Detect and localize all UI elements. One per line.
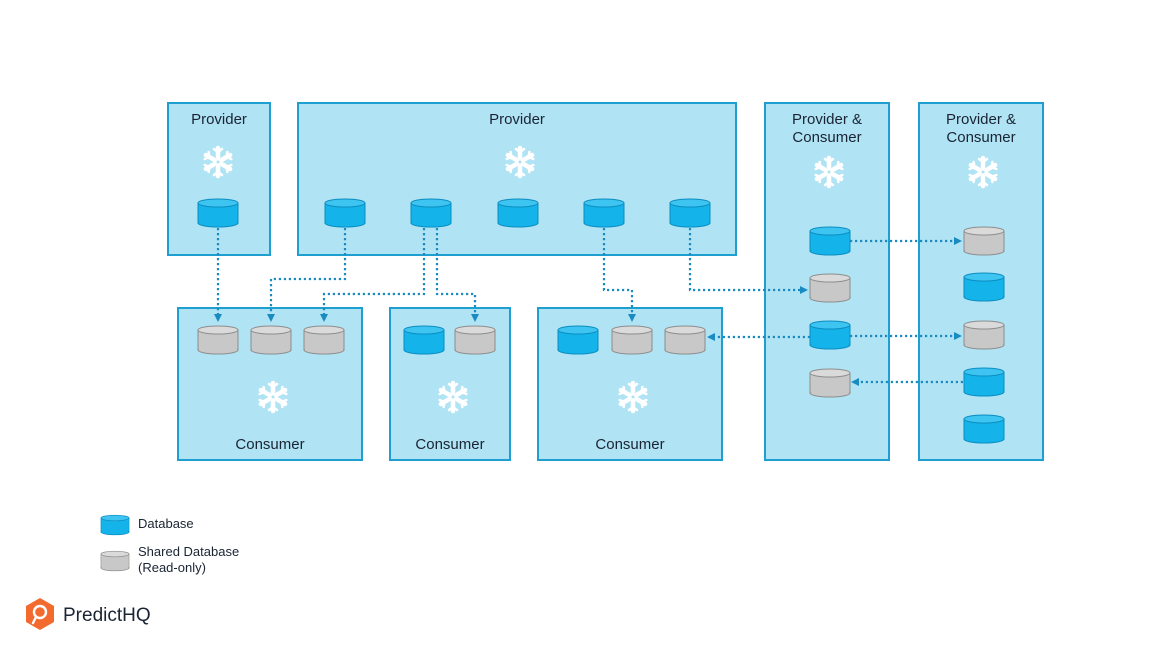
legend-shared-label-line2: (Read-only) bbox=[138, 560, 206, 575]
provider-box-1-title: Provider bbox=[191, 111, 247, 128]
database-icon bbox=[410, 198, 452, 228]
shared-database-icon bbox=[611, 325, 653, 355]
shared-database-icon bbox=[250, 325, 292, 355]
database-icon bbox=[583, 198, 625, 228]
database-icon bbox=[809, 226, 851, 256]
logo-hexagon-icon bbox=[26, 598, 54, 630]
database-icon bbox=[497, 198, 539, 228]
shared-database-icon bbox=[963, 226, 1005, 256]
shared-database-icon bbox=[100, 550, 130, 572]
shared-database-icon bbox=[809, 368, 851, 398]
database-icon bbox=[963, 272, 1005, 302]
database-icon bbox=[100, 514, 130, 536]
connector bbox=[602, 228, 636, 322]
consumer-box-1-title: Consumer bbox=[235, 436, 304, 453]
database-icon bbox=[403, 325, 445, 355]
provider-consumer-box-2-title-line1: Provider & bbox=[946, 111, 1016, 128]
shared-database-icon bbox=[809, 273, 851, 303]
consumer-box-3-title: Consumer bbox=[595, 436, 664, 453]
database-icon bbox=[557, 325, 599, 355]
provider-consumer-box-1-title-line1: Provider & bbox=[792, 111, 862, 128]
connector bbox=[267, 228, 347, 322]
shared-database-icon bbox=[197, 325, 239, 355]
provider-box-2 bbox=[297, 102, 737, 256]
database-icon bbox=[963, 414, 1005, 444]
shared-database-icon bbox=[963, 320, 1005, 350]
legend-database-label: Database bbox=[138, 516, 194, 531]
brand-name: PredictHQ bbox=[63, 605, 151, 626]
connector bbox=[688, 228, 808, 294]
connector bbox=[320, 228, 426, 322]
legend: Database Shared Database (Read-only) bbox=[100, 514, 239, 575]
legend-shared-label-line1: Shared Database bbox=[138, 544, 239, 559]
database-icon bbox=[963, 367, 1005, 397]
predicthq-logo: PredictHQ bbox=[26, 598, 151, 630]
database-icon bbox=[669, 198, 711, 228]
provider-consumer-box-1-title-line2: Consumer bbox=[792, 129, 861, 146]
shared-database-icon bbox=[303, 325, 345, 355]
connector bbox=[435, 228, 479, 322]
consumer-box-2-title: Consumer bbox=[415, 436, 484, 453]
shared-database-icon bbox=[664, 325, 706, 355]
provider-consumer-box-2-title-line2: Consumer bbox=[946, 129, 1015, 146]
database-icon bbox=[809, 320, 851, 350]
provider-box-2-title: Provider bbox=[489, 111, 545, 128]
database-icon bbox=[197, 198, 239, 228]
database-icon bbox=[324, 198, 366, 228]
shared-database-icon bbox=[454, 325, 496, 355]
